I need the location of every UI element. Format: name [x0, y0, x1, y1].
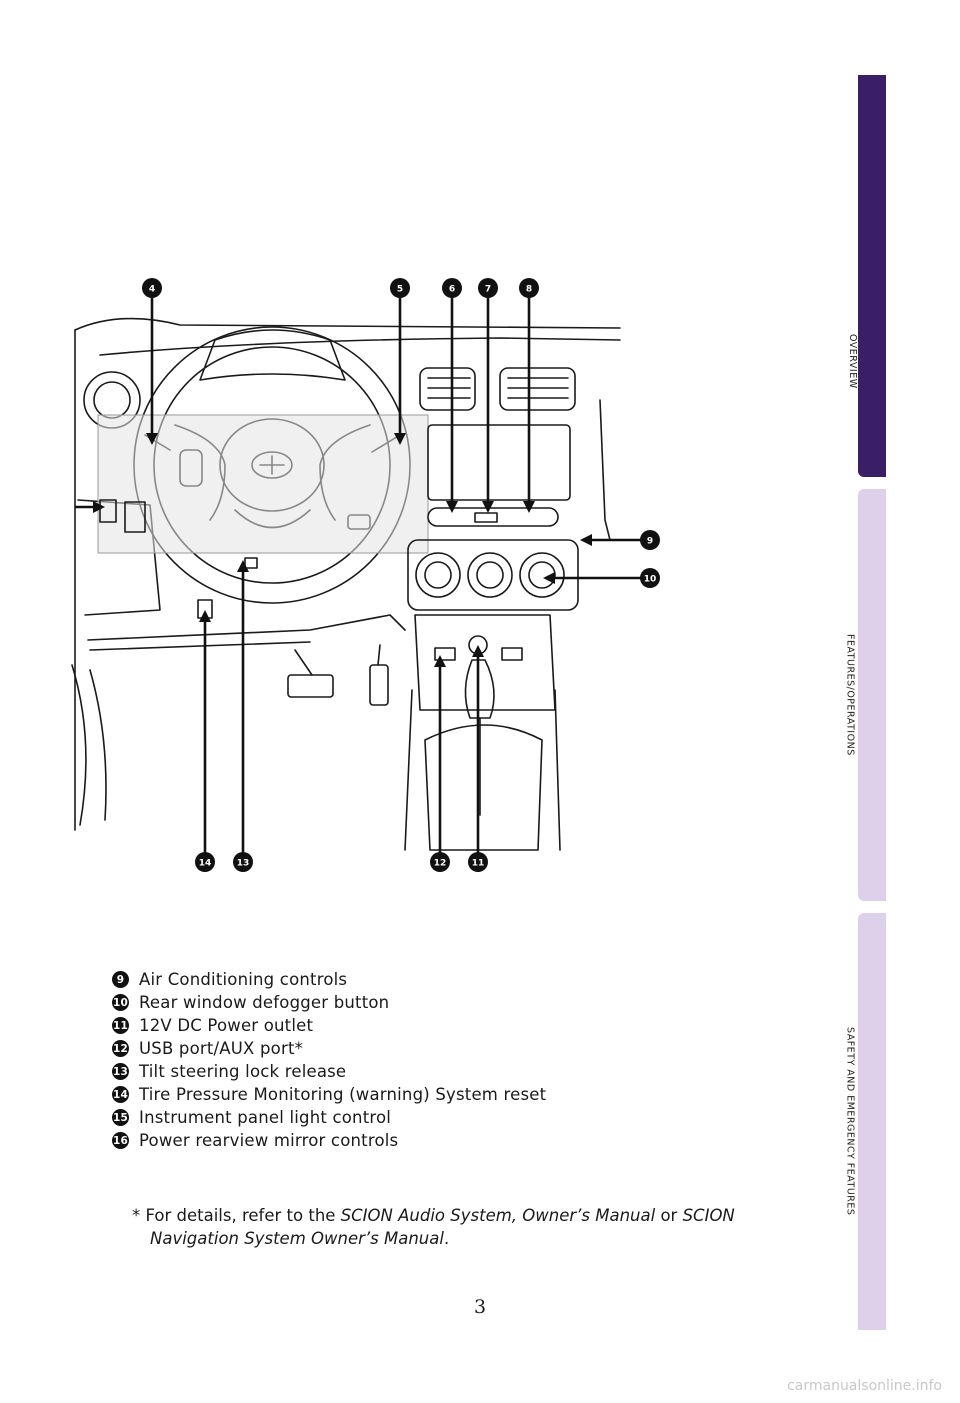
- legend-item: 12 USB port/AUX port*: [112, 1037, 752, 1060]
- legend-label: Power rearview mirror controls: [139, 1131, 399, 1150]
- svg-text:12: 12: [434, 859, 447, 869]
- center-vent-left: [419, 367, 476, 411]
- legend-item: 16 Power rearview mirror controls: [112, 1129, 752, 1152]
- svg-text:13: 13: [237, 859, 250, 869]
- shift-gate: [424, 724, 543, 851]
- callout-4: 4: [142, 278, 162, 298]
- shift-lever: [464, 659, 495, 719]
- legend-number: 16: [112, 1132, 129, 1149]
- climate-dial-right: [519, 552, 565, 598]
- svg-text:5: 5: [397, 285, 403, 295]
- svg-text:10: 10: [644, 575, 657, 585]
- svg-text:4: 4: [149, 285, 155, 295]
- footnote-line-1: * For details, refer to the SCION Audio …: [132, 1204, 772, 1227]
- dashboard-illustration: 4 5 6 7 8 9 10: [71, 278, 660, 872]
- legend-item: 15 Instrument panel light control: [112, 1106, 752, 1129]
- legend-number: 15: [112, 1109, 129, 1126]
- page-number: 3: [473, 1296, 487, 1318]
- footnote-audio-manual: SCION Audio System, Owner’s Manual: [340, 1206, 656, 1225]
- legend-label: Tire Pressure Monitoring (warning) Syste…: [139, 1085, 547, 1104]
- brake-pedal: [287, 674, 334, 698]
- callout-14: 14: [195, 852, 215, 872]
- callout-5: 5: [390, 278, 410, 298]
- tab-safety-emergency[interactable]: [858, 913, 886, 1330]
- legend-label: Rear window defogger button: [139, 993, 390, 1012]
- footnote: * For details, refer to the SCION Audio …: [132, 1204, 772, 1250]
- legend-item: 9 Air Conditioning controls: [112, 968, 752, 991]
- watermark: carmanualsonline.info: [787, 1378, 942, 1394]
- accelerator-pedal: [369, 664, 389, 706]
- tab-overview[interactable]: [858, 75, 886, 477]
- legend-item: 11 12V DC Power outlet: [112, 1014, 752, 1037]
- callout-10: 10: [640, 568, 660, 588]
- legend-number: 13: [112, 1063, 129, 1080]
- legend-item: 10 Rear window defogger button: [112, 991, 752, 1014]
- center-display: [427, 424, 571, 501]
- svg-text:9: 9: [647, 537, 653, 547]
- callout-8: 8: [519, 278, 539, 298]
- footnote-nav-manual: Navigation System Owner’s Manual: [150, 1229, 444, 1248]
- center-vent-right: [499, 367, 576, 411]
- callout-6: 6: [442, 278, 462, 298]
- svg-text:11: 11: [472, 859, 485, 869]
- tab-labels: OVERVIEW FEATURES/OPERATIONS SAFETY AND …: [842, 75, 859, 1330]
- footnote-or: or: [655, 1206, 683, 1225]
- legend-label: Tilt steering lock release: [139, 1062, 347, 1081]
- audio-button-bar: [427, 507, 559, 527]
- footnote-line-2: Navigation System Owner’s Manual.: [132, 1227, 772, 1250]
- legend-item: 13 Tilt steering lock release: [112, 1060, 752, 1083]
- legend-item: 14 Tire Pressure Monitoring (warning) Sys…: [112, 1083, 752, 1106]
- legend-label: Instrument panel light control: [139, 1108, 392, 1127]
- tab-label-overview: OVERVIEW: [847, 333, 858, 389]
- tab-label-features: FEATURES/OPERATIONS: [844, 634, 856, 756]
- legend-number: 9: [112, 971, 129, 988]
- legend-label: Air Conditioning controls: [139, 970, 348, 989]
- svg-text:8: 8: [526, 285, 532, 295]
- callout-13: 13: [233, 852, 253, 872]
- legend-label: USB port/AUX port*: [139, 1039, 304, 1058]
- footnote-prefix: * For details, refer to the: [132, 1206, 341, 1225]
- svg-text:7: 7: [485, 285, 491, 295]
- legend-number: 12: [112, 1040, 129, 1057]
- callout-11: 11: [468, 852, 488, 872]
- tab-label-safety: SAFETY AND EMERGENCY FEATURES: [844, 1027, 856, 1216]
- legend-number: 14: [112, 1086, 129, 1103]
- climate-dial-center: [467, 552, 513, 598]
- climate-control-panel: [407, 539, 579, 611]
- tab-features-operations[interactable]: [858, 489, 886, 901]
- legend-number: 11: [112, 1017, 129, 1034]
- footnote-period: .: [443, 1229, 450, 1248]
- footnote-scion: SCION: [682, 1206, 735, 1225]
- dashboard-diagram: 4 5 6 7 8 9 10: [60, 270, 670, 900]
- callout-12: 12: [430, 852, 450, 872]
- legend-number: 10: [112, 994, 129, 1011]
- callout-7: 7: [478, 278, 498, 298]
- section-tabs: [858, 75, 886, 1330]
- climate-dial-left: [415, 552, 461, 598]
- legend-label: 12V DC Power outlet: [139, 1016, 314, 1035]
- legend-list: 9 Air Conditioning controls 10 Rear window…: [112, 968, 752, 1152]
- dash-top-edge: [74, 317, 621, 331]
- svg-text:6: 6: [449, 285, 455, 295]
- svg-text:14: 14: [199, 859, 212, 869]
- callout-9: 9: [640, 530, 660, 550]
